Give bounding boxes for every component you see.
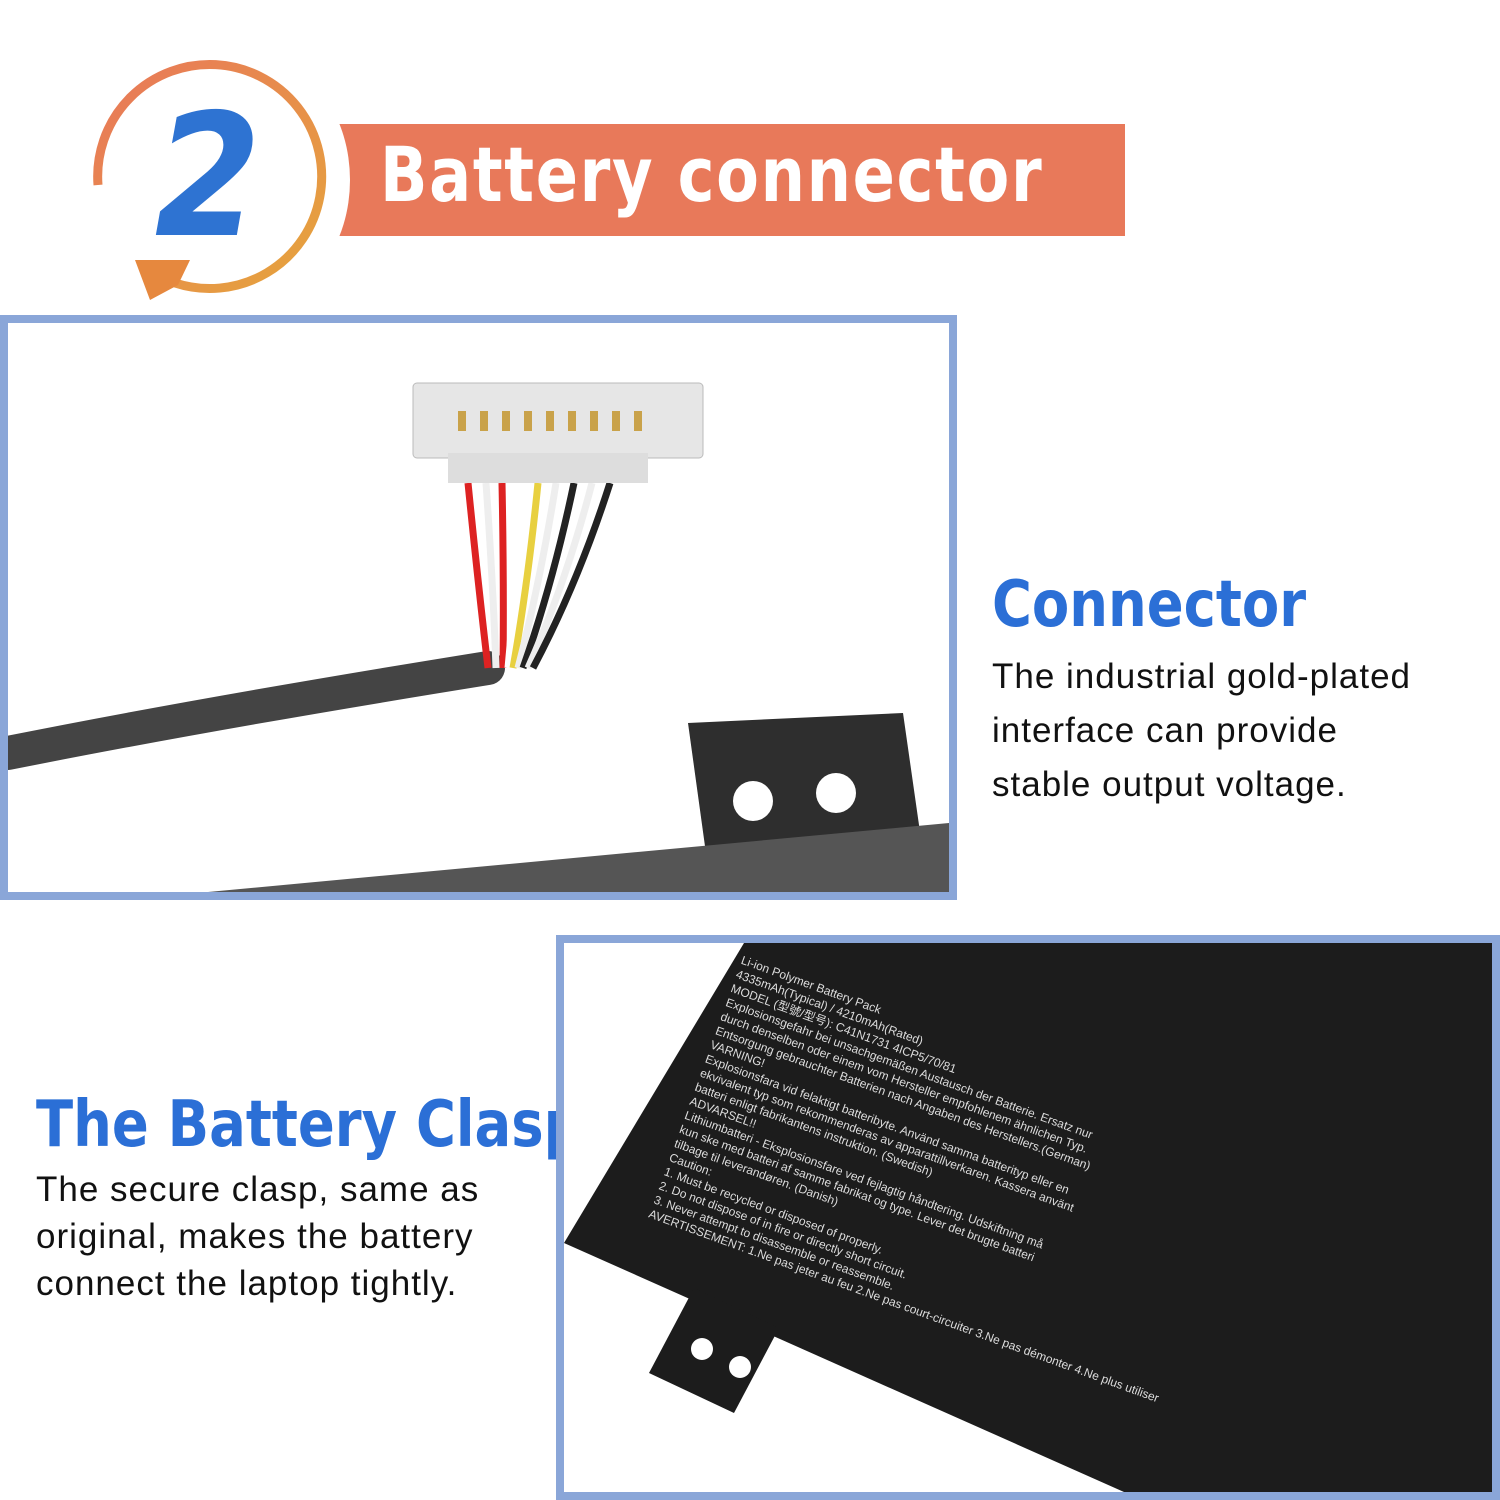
title-banner: Battery connector	[330, 124, 1125, 236]
clasp-description-line: connect the laptop tightly.	[36, 1264, 458, 1303]
connector-photo	[0, 315, 957, 900]
step-number: 2	[155, 78, 261, 276]
connector-description-line: interface can provide	[992, 711, 1338, 750]
connector-description-line: The industrial gold-plated	[992, 657, 1412, 696]
clasp-heading: The Battery Clasp	[36, 1088, 583, 1162]
connector-heading: Connector	[992, 568, 1307, 642]
circular-arrow-icon: 2	[93, 60, 327, 300]
section-title: Battery connector	[380, 130, 1044, 219]
connector-section: Connector The industrial gold-plated int…	[992, 568, 1411, 812]
clasp-section: The Battery Clasp The secure clasp, same…	[36, 1088, 679, 1307]
connector-description-line: stable output voltage.	[992, 765, 1347, 804]
clasp-description-line: The secure clasp, same as	[36, 1170, 480, 1209]
clasp-description-line: original, makes the battery	[36, 1217, 474, 1256]
